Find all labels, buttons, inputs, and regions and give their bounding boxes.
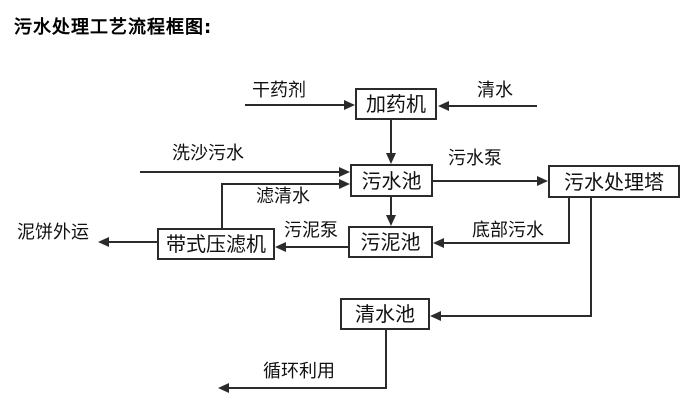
edge-clear-water-line — [449, 105, 537, 107]
flow-label-sludge-pump: 污泥泵 — [284, 220, 338, 241]
edge-sewage-pump-line — [433, 180, 538, 182]
arrowhead-right-icon — [339, 179, 350, 189]
edge-sludge-pump-line — [286, 246, 348, 248]
flow-label-mud-cake-outbound: 泥饼外运 — [17, 222, 89, 243]
arrowhead-left-icon — [275, 242, 286, 252]
node-sludge-pool: 污泥池 — [348, 226, 433, 258]
node-sewage-pool-label: 污水池 — [361, 168, 422, 193]
flow-label-clear-water: 清水 — [477, 80, 513, 101]
node-clear-water-pool-label: 清水池 — [355, 302, 415, 326]
flow-label-sewage-pump: 污水泵 — [448, 148, 502, 169]
node-clear-water-pool: 清水池 — [340, 298, 430, 330]
page-title: 污水处理工艺流程框图: — [14, 17, 213, 38]
flow-label-sand-washing-sewage: 洗沙污水 — [172, 143, 244, 164]
node-dosing-machine-label: 加药机 — [366, 92, 426, 116]
edge-sand-washing-line — [140, 171, 340, 173]
edge-tower-to-clearpool-hline — [441, 315, 592, 317]
edge-recycling-vline — [385, 330, 387, 389]
node-belt-filter-press-label: 带式压滤机 — [166, 232, 266, 256]
edge-recycling-hline — [229, 387, 387, 389]
arrowhead-right-icon — [344, 100, 355, 110]
edge-filtered-water-vline — [221, 183, 223, 229]
arrowhead-left-icon — [98, 237, 109, 247]
node-sewage-pool: 污水池 — [350, 164, 433, 197]
edge-sewage-to-sludge-line — [390, 197, 392, 216]
arrowhead-left-icon — [218, 383, 229, 393]
arrowhead-down-icon — [386, 215, 396, 226]
flow-label-dry-agent: 干药剂 — [252, 80, 306, 101]
arrowhead-right-icon — [537, 176, 548, 186]
arrowhead-right-icon — [339, 167, 350, 177]
edge-dosing-to-sewage-line — [390, 120, 392, 155]
flow-label-bottom-sewage: 底部污水 — [472, 220, 544, 241]
node-sludge-pool-label: 污泥池 — [360, 230, 421, 254]
edge-bottom-sewage-hline — [444, 242, 570, 244]
edge-mud-cake-line — [109, 241, 157, 243]
arrowhead-left-icon — [433, 238, 444, 248]
flow-label-recycling: 循环利用 — [263, 361, 335, 382]
node-belt-filter-press: 带式压滤机 — [157, 228, 275, 260]
edge-dry-agent-line — [245, 104, 345, 106]
edge-filtered-water-hline — [221, 183, 340, 185]
arrowhead-down-icon — [386, 153, 396, 164]
node-sewage-treatment-tower-label: 污水处理塔 — [564, 169, 664, 194]
arrowhead-left-icon — [430, 311, 441, 321]
node-sewage-treatment-tower: 污水处理塔 — [548, 165, 680, 198]
edge-bottom-sewage-vline — [568, 198, 570, 244]
flow-label-filtered-water: 滤清水 — [256, 186, 310, 207]
node-dosing-machine: 加药机 — [355, 88, 437, 120]
arrowhead-left-icon — [438, 101, 449, 111]
edge-tower-to-clearpool-vline — [590, 198, 592, 317]
